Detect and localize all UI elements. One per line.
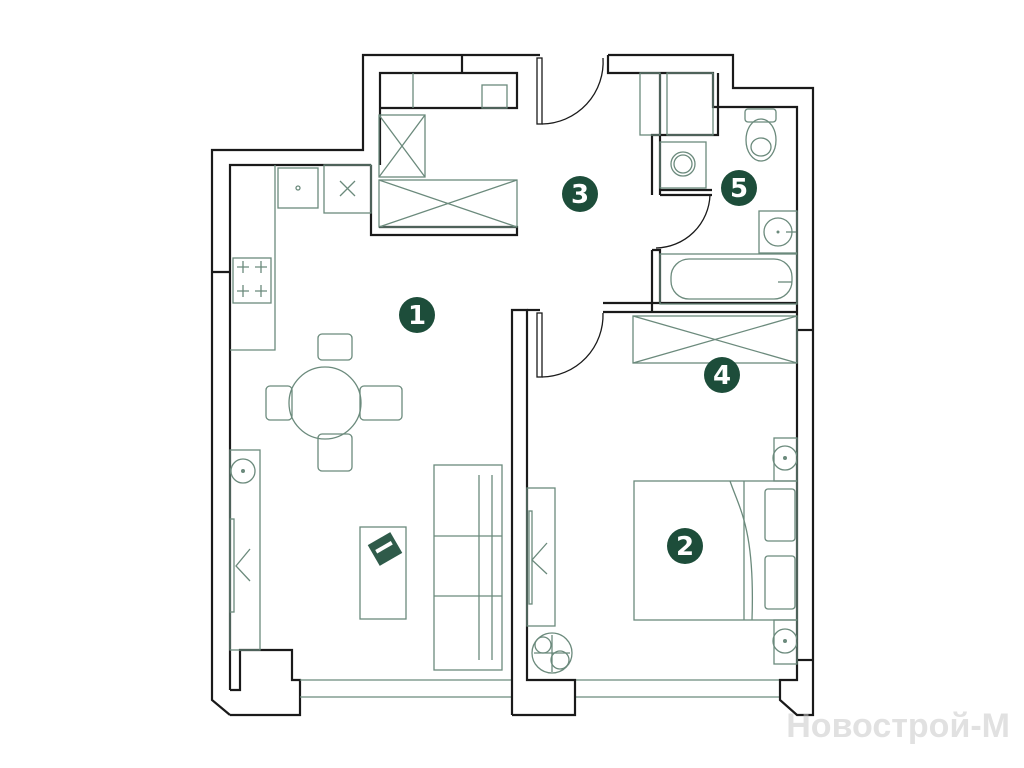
room-number: 2 [676, 532, 694, 562]
room-badge-1: 1 [399, 297, 435, 333]
washbasin [758, 210, 798, 254]
watermark: Новострой-М [786, 707, 1010, 745]
tv-unit-living [229, 449, 261, 651]
kitchen-sink [277, 167, 319, 209]
bedroom-door[interactable] [536, 312, 604, 378]
entrance-door[interactable] [536, 57, 604, 125]
dining-table [265, 333, 403, 472]
room-number: 1 [408, 301, 426, 331]
room-number: 3 [571, 180, 589, 210]
plant [531, 632, 573, 674]
kitchen-counter [230, 164, 372, 351]
bathroom-door[interactable] [655, 194, 711, 249]
closet-wardrobe [632, 315, 798, 364]
doors [536, 57, 711, 378]
bed [633, 437, 798, 665]
room-badge-2: 2 [667, 528, 703, 564]
coffee-table [359, 526, 407, 620]
living-sofa [433, 464, 503, 671]
tv-unit-bedroom [526, 487, 556, 627]
wardrobe-hall [378, 73, 518, 228]
washing-machine [659, 141, 707, 189]
furniture [229, 72, 798, 674]
toilet [744, 108, 777, 162]
room-badge-3: 3 [562, 176, 598, 212]
entry-closet [639, 72, 714, 136]
room-badge-5: 5 [721, 170, 757, 206]
room-number: 5 [730, 174, 748, 204]
room-number: 4 [713, 361, 731, 391]
bathtub [659, 253, 798, 305]
room-badge-4: 4 [704, 357, 740, 393]
stove [232, 257, 272, 304]
